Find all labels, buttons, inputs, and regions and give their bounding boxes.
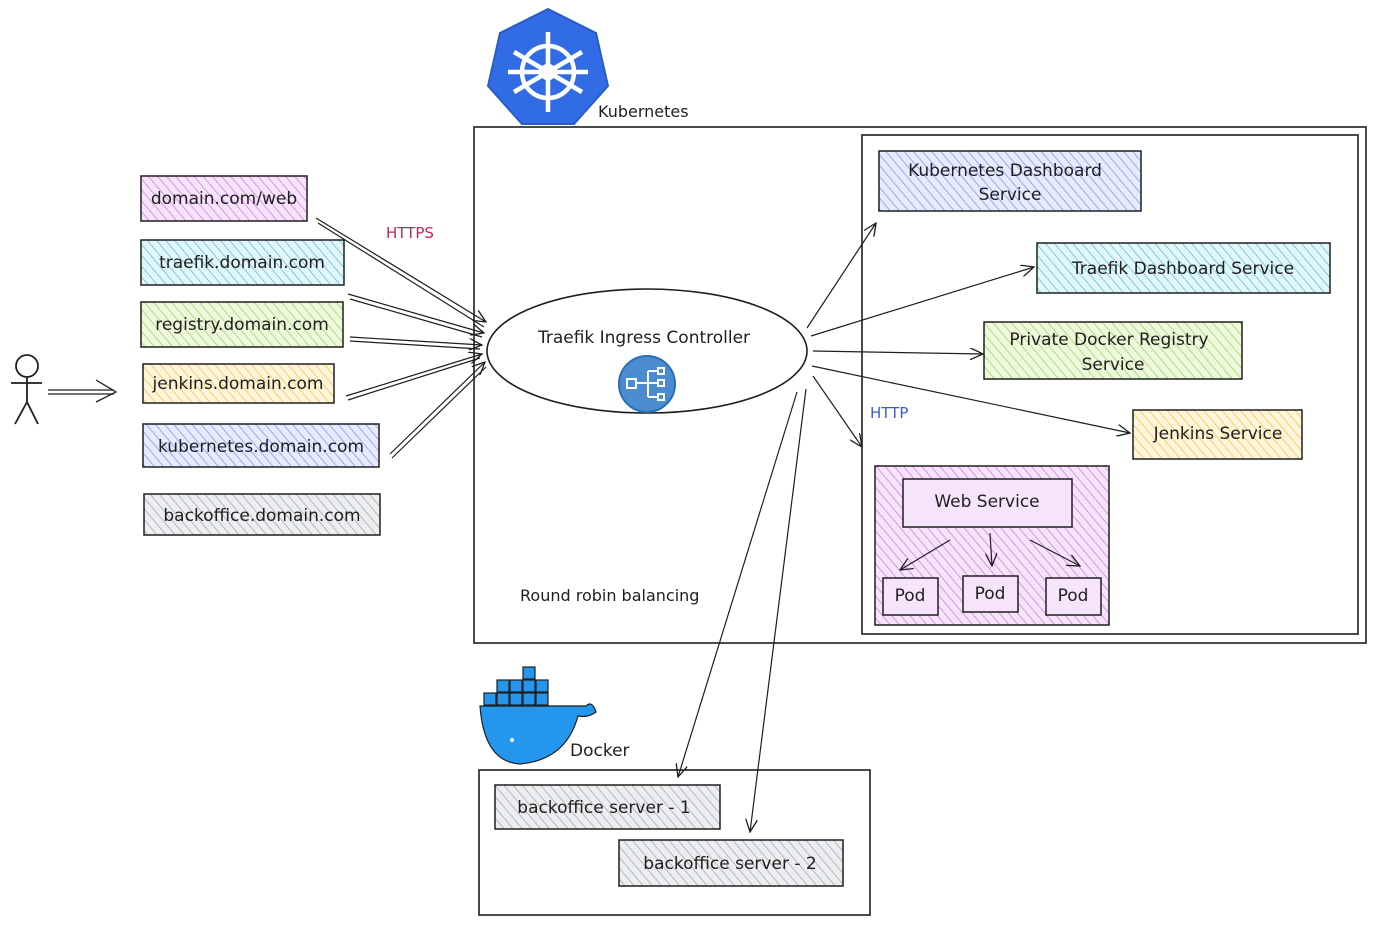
user-to-domains-arrow [48,379,118,403]
domain-box-web[interactable]: domain.com/web [140,175,308,222]
backoffice-server-1[interactable]: backoffice server - 1 [494,784,721,830]
backoffice-server-2-label: backoffice server - 2 [643,854,816,874]
registry-label-line2: Service [1082,355,1145,375]
private-registry-service[interactable]: Private Docker Registry Service [983,321,1243,380]
docker-label: Docker [570,741,630,761]
domain-label-traefik: traefik.domain.com [159,253,325,273]
backoffice-server-1-label: backoffice server - 1 [517,798,690,818]
kubernetes-logo-icon [486,7,610,125]
round-robin-label: Round robin balancing [520,586,699,605]
domain-box-jenkins[interactable]: jenkins.domain.com [142,363,335,404]
domain-box-kubernetes[interactable]: kubernetes.domain.com [142,423,380,468]
person-icon [11,354,42,425]
pod-label-1: Pod [895,586,926,606]
registry-label-line1: Private Docker Registry [1009,330,1208,350]
traefik-dashboard-service[interactable]: Traefik Dashboard Service [1036,242,1331,294]
web-service-label: Web Service [934,492,1039,512]
domain-to-ingress-arrows [315,217,486,459]
pod-label-2: Pod [975,584,1006,604]
pod-box-3[interactable] [1045,577,1102,616]
traefik-dashboard-label: Traefik Dashboard Service [1071,259,1294,279]
jenkins-service-label: Jenkins Service [1153,424,1283,444]
domain-label-registry: registry.domain.com [155,315,329,335]
web-service-group[interactable]: Web Service Pod Pod Pod [874,465,1110,626]
pod-label-3: Pod [1058,586,1089,606]
domain-label-kubernetes: kubernetes.domain.com [158,437,364,457]
domain-label-backoffice: backoffice.domain.com [163,506,360,526]
jenkins-service[interactable]: Jenkins Service [1132,409,1303,460]
pod-box-2[interactable] [962,575,1019,613]
kubernetes-dashboard-service[interactable]: Kubernetes Dashboard Service [878,150,1142,212]
domain-label-web: domain.com/web [151,189,297,209]
domain-label-jenkins: jenkins.domain.com [152,374,324,394]
ingress-label: Traefik Ingress Controller [537,328,750,348]
backoffice-server-2[interactable]: backoffice server - 2 [618,839,844,887]
web-service-box[interactable] [902,478,1073,528]
kubernetes-cluster-box [473,126,1367,644]
kubernetes-dashboard-label-line1: Kubernetes Dashboard [908,161,1102,181]
kubernetes-dashboard-label-line2: Service [979,185,1042,205]
https-label: HTTPS [386,224,434,242]
domain-box-registry[interactable]: registry.domain.com [140,301,344,348]
http-label: HTTP [870,404,908,422]
ingress-to-services-arrows [678,223,1130,832]
pod-box-1[interactable] [882,577,939,616]
docker-logo-icon [479,666,597,765]
kubernetes-label: Kubernetes [598,102,689,121]
services-box [861,134,1359,635]
ingress-controller[interactable]: Traefik Ingress Controller [486,288,808,414]
docker-box [478,769,871,916]
traefik-ingress-icon [618,355,676,413]
domain-box-backoffice[interactable]: backoffice.domain.com [143,493,381,536]
domain-box-traefik[interactable]: traefik.domain.com [140,239,345,286]
